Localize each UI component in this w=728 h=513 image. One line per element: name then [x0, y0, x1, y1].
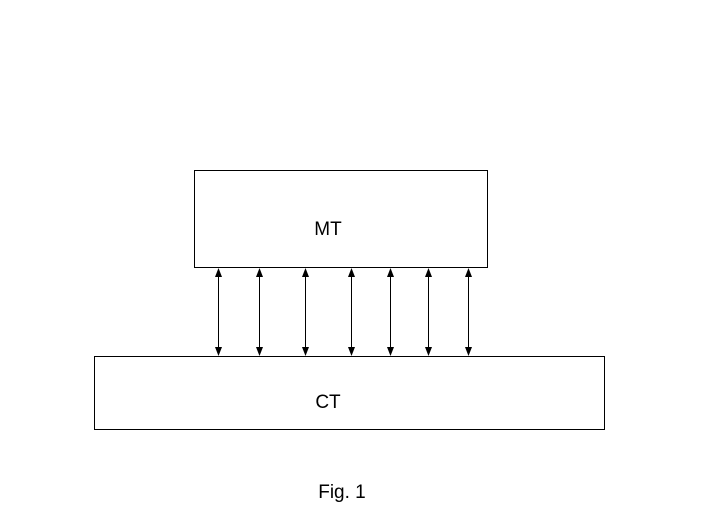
arrow-head-down — [302, 347, 309, 356]
mt-block-frame — [194, 170, 488, 268]
connection-arrow — [215, 268, 222, 356]
connection-arrow — [387, 268, 394, 356]
connection-arrow — [256, 268, 263, 356]
connection-arrow — [302, 268, 309, 356]
arrow-head-down — [256, 347, 263, 356]
arrow-head-down — [387, 347, 394, 356]
arrow-head-up — [425, 268, 432, 277]
connection-arrow — [465, 268, 472, 356]
arrow-head-down — [348, 347, 355, 356]
connection-arrow — [425, 268, 432, 356]
arrow-head-down — [215, 347, 222, 356]
figure-caption: Fig. 1 — [318, 482, 366, 503]
arrow-head-up — [387, 268, 394, 277]
arrow-head-down — [465, 347, 472, 356]
mt-block-label: MT — [314, 219, 342, 240]
connection-arrow — [348, 268, 355, 356]
ct-block-frame — [94, 356, 605, 430]
arrow-head-up — [348, 268, 355, 277]
arrow-head-up — [256, 268, 263, 277]
mt-block: MT — [194, 170, 488, 268]
ct-block-label: CT — [315, 392, 341, 413]
ct-block: CT — [94, 356, 605, 430]
arrow-head-down — [425, 347, 432, 356]
arrow-head-up — [465, 268, 472, 277]
arrow-head-up — [215, 268, 222, 277]
arrow-head-up — [302, 268, 309, 277]
connection-arrows — [215, 268, 472, 356]
